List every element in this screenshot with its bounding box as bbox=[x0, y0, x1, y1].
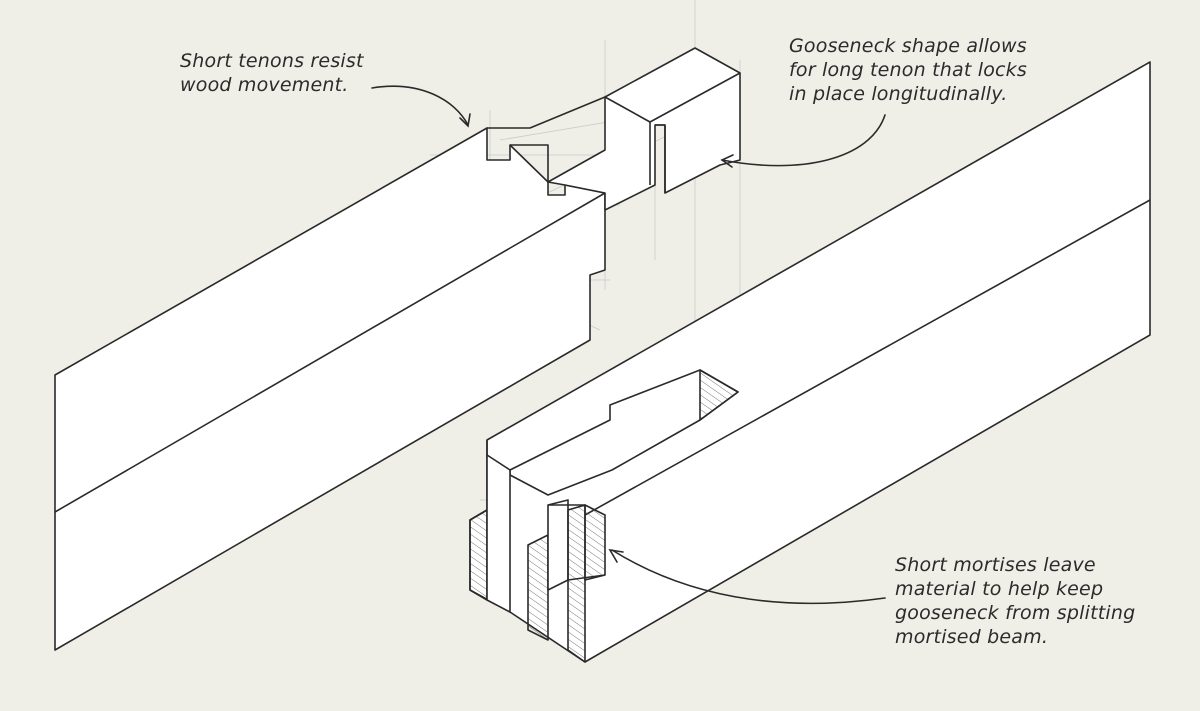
tenon-beam bbox=[54, 47, 741, 651]
mortise-beam-edge bbox=[584, 199, 1151, 516]
mortise-beam bbox=[469, 61, 1151, 663]
mortise-wall-3 bbox=[527, 534, 549, 641]
tenon-beam-side bbox=[54, 127, 606, 651]
arrow-short-tenons bbox=[371, 85, 469, 126]
mortise-wall-6 bbox=[584, 504, 606, 581]
short-tenons-note: Short tenons resist wood movement. bbox=[180, 50, 364, 96]
leader-arrows bbox=[371, 85, 886, 605]
mortise-wall-4 bbox=[547, 499, 569, 591]
tenon-beam-edge bbox=[54, 192, 606, 513]
mortise-wall-2 bbox=[486, 454, 511, 613]
mortise-wall-5 bbox=[567, 504, 586, 663]
gooseneck-note: Gooseneck shape allows for long tenon th… bbox=[789, 35, 1027, 105]
mortise-wall-1 bbox=[469, 509, 488, 601]
gooseneck-tenon bbox=[547, 47, 741, 211]
arrow-short-mortises bbox=[611, 549, 886, 605]
short-mortises-note: Short mortises leave material to help ke… bbox=[895, 554, 1136, 648]
arrow-gooseneck bbox=[721, 114, 886, 167]
